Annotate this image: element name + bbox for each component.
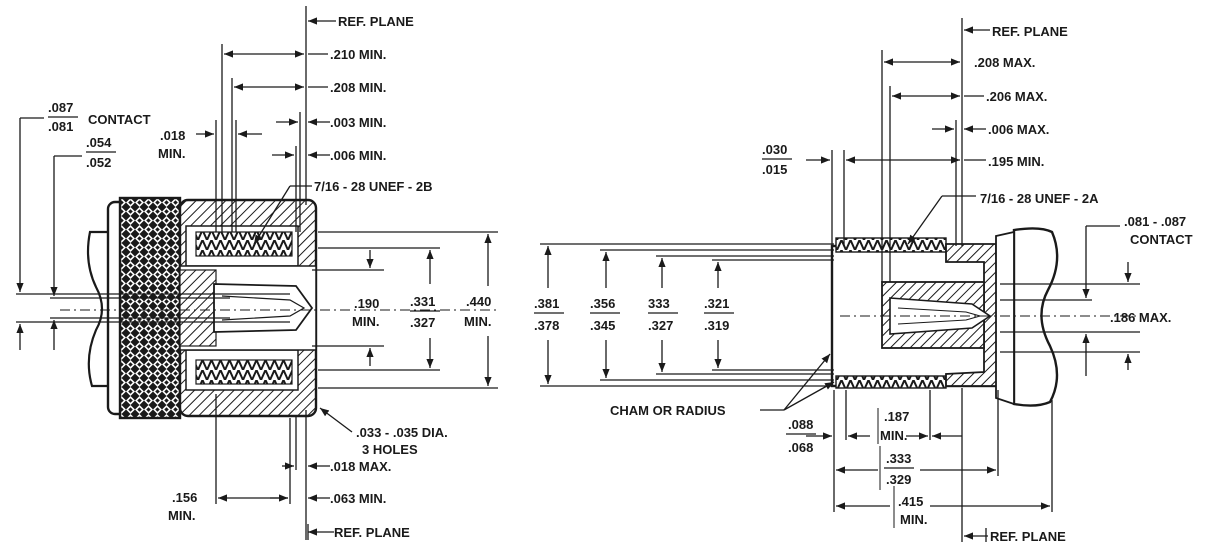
right-ref-plane-top-label: REF. PLANE: [992, 24, 1068, 39]
len-088-lower: .068: [788, 440, 813, 455]
left-ref-plane-bottom-label: REF. PLANE: [334, 525, 410, 540]
dia-333-lower: .327: [648, 318, 673, 333]
dia-381-lower: .378: [534, 318, 559, 333]
contact-dia-upper: .087: [48, 100, 73, 115]
dim-440-unit: MIN.: [464, 314, 491, 329]
gap-lower: .015: [762, 162, 787, 177]
contact-label-right: CONTACT: [1130, 232, 1193, 247]
holes-callout-line1: .033 - .035 DIA.: [356, 425, 448, 440]
len-415-value: .415: [898, 494, 923, 509]
dim-018-max-label: .018 MAX.: [330, 459, 391, 474]
contact-range-right: .081 - .087: [1124, 214, 1186, 229]
dia-356-upper: .356: [590, 296, 615, 311]
gap-upper: .030: [762, 142, 787, 157]
right-connector-view: REF. PLANE .208 MAX. .206 MAX. .006 MAX.…: [534, 18, 1193, 544]
dia-321-lower: .319: [704, 318, 729, 333]
right-ref-plane-bottom-label: REF. PLANE: [990, 529, 1066, 544]
dim-440-value: .440: [466, 294, 491, 309]
dia-333-upper: 333: [648, 296, 670, 311]
dim-006-max-label: .006 MAX.: [988, 122, 1049, 137]
inner-dia-lower: .052: [86, 155, 111, 170]
dim-208-max-label: .208 MAX.: [974, 55, 1035, 70]
len-415-unit: MIN.: [900, 512, 927, 527]
len-088-upper: .088: [788, 417, 813, 432]
cham-radius-label: CHAM OR RADIUS: [610, 403, 726, 418]
left-ref-plane-top-label: REF. PLANE: [338, 14, 414, 29]
dia-321-upper: .321: [704, 296, 729, 311]
right-thread-callout: 7/16 - 28 UNEF - 2A: [980, 191, 1099, 206]
len-333-upper: .333: [886, 451, 911, 466]
dim-006-min-label: .006 MIN.: [330, 148, 386, 163]
dim-003-min-label: .003 MIN.: [330, 115, 386, 130]
dia-356-lower: .345: [590, 318, 615, 333]
dim-331-upper: .331: [410, 294, 435, 309]
dia-381-upper: .381: [534, 296, 559, 311]
contact-label-left: CONTACT: [88, 112, 151, 127]
len-333-lower: .329: [886, 472, 911, 487]
dim-195-min-label: .195 MIN.: [988, 154, 1044, 169]
len-187-value: .187: [884, 409, 909, 424]
dim-208-min-label: .208 MIN.: [330, 80, 386, 95]
contact-dia-lower: .081: [48, 119, 73, 134]
dim-206-max-label: .206 MAX.: [986, 89, 1047, 104]
len-187-unit: MIN.: [880, 428, 907, 443]
dim-210-min-label: .210 MIN.: [330, 47, 386, 62]
right-connector-body: [830, 227, 1059, 407]
dim-156-unit: MIN.: [168, 508, 195, 523]
left-thread-callout: 7/16 - 28 UNEF - 2B: [314, 179, 433, 194]
inner-dia-upper: .054: [86, 135, 112, 150]
dim-063-min-label: .063 MIN.: [330, 491, 386, 506]
dim-190-value: .190: [354, 296, 379, 311]
dim-331-lower: .327: [410, 315, 435, 330]
dim-190-unit: MIN.: [352, 314, 379, 329]
left-connector-body: [86, 196, 318, 420]
dim-186-max-label: .186 MAX.: [1110, 310, 1171, 325]
left-connector-view: REF. PLANE .210 MIN. .208 MIN. .018 MIN.…: [16, 6, 500, 540]
dim-018-min-value: .018: [160, 128, 185, 143]
dim-018-min-unit: MIN.: [158, 146, 185, 161]
holes-callout-line2: 3 HOLES: [362, 442, 418, 457]
dim-156-value: .156: [172, 490, 197, 505]
